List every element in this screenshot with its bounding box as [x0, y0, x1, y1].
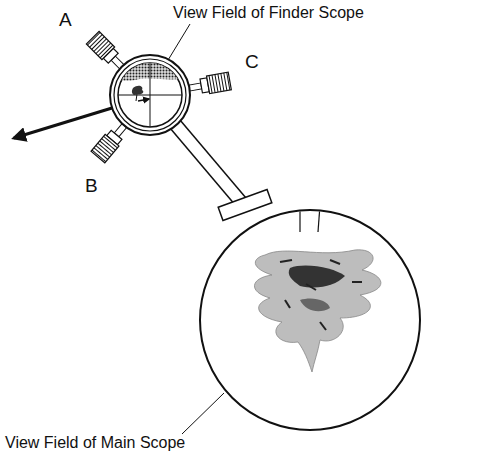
- finder-scope-view: [110, 55, 190, 135]
- leader-line: [182, 393, 224, 434]
- finder-stem: [170, 120, 246, 206]
- finder-bracket: [218, 190, 272, 221]
- screw-letter: A: [58, 10, 73, 31]
- direction-arrow: [14, 108, 112, 138]
- adjustment-screw: [188, 72, 232, 97]
- part-label: View Field of Main Scope: [4, 434, 186, 452]
- main-scope-view: [200, 205, 420, 430]
- adjustment-screws: [86, 31, 231, 162]
- screw-letter: C: [244, 52, 260, 73]
- screw-letter: B: [84, 176, 99, 197]
- part-label: View Field of Finder Scope: [172, 4, 365, 22]
